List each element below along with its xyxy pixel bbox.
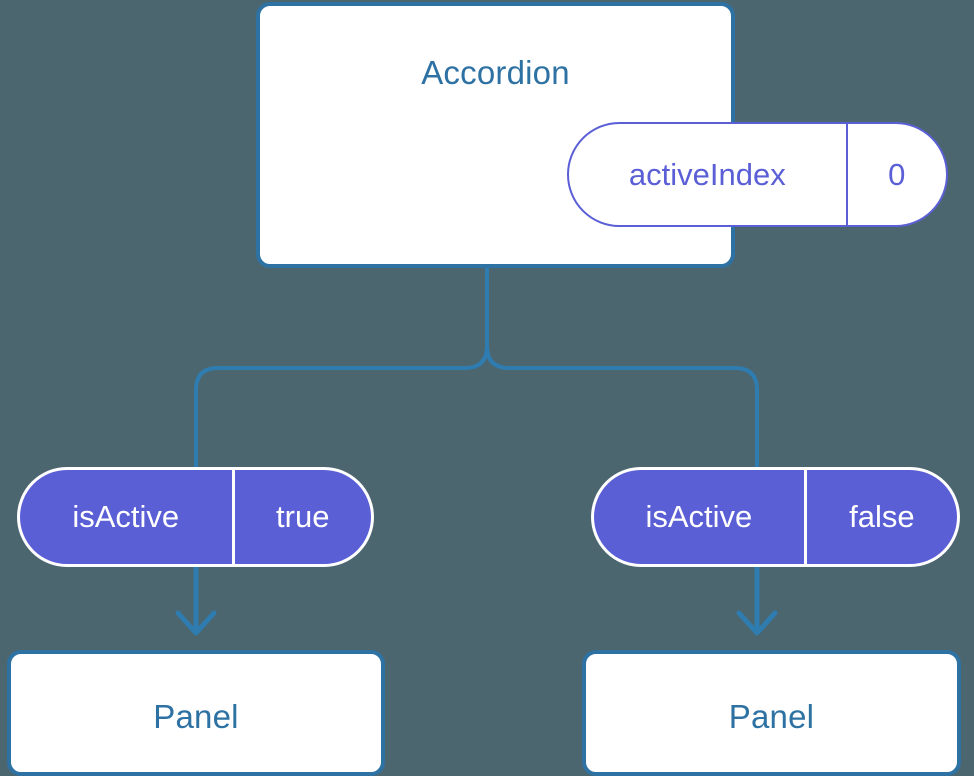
- branch-right-state-key: isActive: [645, 499, 753, 534]
- accordion-title: Accordion: [421, 54, 570, 91]
- branch-right-state-pill[interactable]: isActive false: [591, 467, 960, 567]
- arrow-down-icon-left: [175, 563, 217, 636]
- branch-left-state-key: isActive: [72, 499, 180, 534]
- branch-left-state-value: true: [231, 470, 371, 564]
- panel-left-title: Panel: [153, 698, 239, 735]
- accordion-component-card[interactable]: Accordion activeIndex 0: [256, 2, 948, 268]
- accordion-state-key: activeIndex: [628, 156, 786, 192]
- accordion-state-pill[interactable]: activeIndex 0: [567, 122, 948, 227]
- connector-branch-left: [194, 344, 489, 470]
- accordion-state-value: 0: [845, 124, 946, 225]
- panel-card-right[interactable]: Panel: [582, 650, 961, 776]
- arrow-down-icon-right: [736, 563, 778, 636]
- branch-left-state-pill[interactable]: isActive true: [17, 467, 374, 567]
- panel-right-title: Panel: [728, 698, 815, 735]
- panel-card-left[interactable]: Panel: [7, 650, 385, 776]
- connector-branch-right: [485, 344, 759, 470]
- branch-right-state-value: false: [803, 470, 957, 564]
